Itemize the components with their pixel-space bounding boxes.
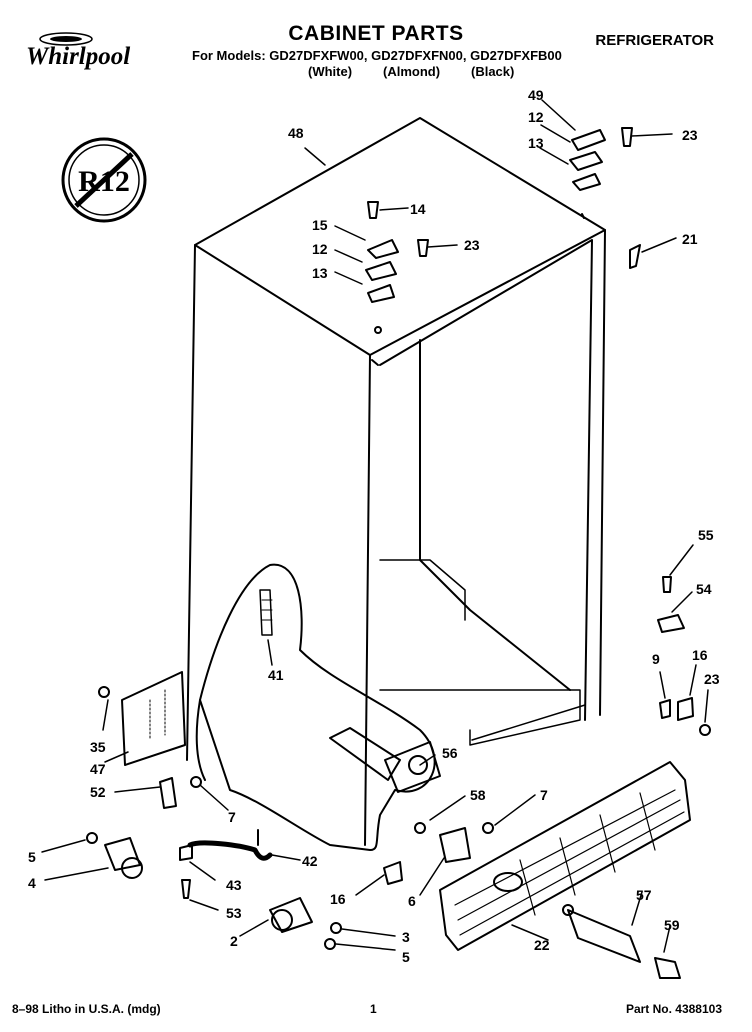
color-almond-label: (Almond) <box>383 64 441 79</box>
callout-54: 54 <box>696 581 712 597</box>
appliance-category: REFRIGERATOR <box>595 32 714 49</box>
model-list: For Models: GD27DFXFW00, GD27DFXFN00, GD… <box>192 48 562 63</box>
callout-48: 48 <box>288 125 304 141</box>
machine-compartment <box>195 563 436 851</box>
callout-12: 12 <box>312 241 328 257</box>
callout-13: 13 <box>312 265 328 281</box>
callout-23: 23 <box>682 127 698 143</box>
callout-16: 16 <box>330 891 346 907</box>
callout-7: 7 <box>228 809 236 825</box>
callout-13: 13 <box>528 135 544 151</box>
top-center-hinge <box>365 239 399 334</box>
r12-badge-text: R12 <box>78 165 130 198</box>
callout-5: 5 <box>28 849 36 865</box>
part-number: Part No. 4388103 <box>625 1002 722 1016</box>
callout-21: 21 <box>682 231 698 247</box>
callout-14: 14 <box>410 201 426 217</box>
callout-3: 3 <box>402 929 410 945</box>
callout-35: 35 <box>90 739 106 755</box>
callout-52: 52 <box>90 784 106 800</box>
callout-59: 59 <box>664 917 680 933</box>
callout-55: 55 <box>698 527 714 543</box>
toe-grille-spring <box>562 904 681 979</box>
brand-wordmark: Whirlpool <box>26 43 130 70</box>
callout-42: 42 <box>302 853 318 869</box>
callout-16: 16 <box>692 647 708 663</box>
condenser-fan-assembly <box>329 727 471 885</box>
callout-23: 23 <box>704 671 720 687</box>
rear-roller <box>104 837 143 879</box>
callout-23: 23 <box>464 237 480 253</box>
callout-56: 56 <box>442 745 458 761</box>
r12-refrigerant-badge: R12 <box>61 137 147 223</box>
callout-43: 43 <box>226 877 242 893</box>
color-white-label: (White) <box>308 64 353 79</box>
callout-7: 7 <box>540 787 548 803</box>
callout-49: 49 <box>528 87 544 103</box>
whirlpool-logo: Whirlpool <box>26 32 130 70</box>
callout-6: 6 <box>408 893 416 909</box>
page-number: 1 <box>370 1002 377 1016</box>
callout-2: 2 <box>230 933 238 949</box>
leader-lines <box>41 99 709 953</box>
misc-small-parts <box>86 686 494 899</box>
base-grille <box>439 761 691 951</box>
callout-57: 57 <box>636 887 652 903</box>
callout-22: 22 <box>534 937 550 953</box>
cabinet-shell <box>186 117 606 846</box>
callout-5: 5 <box>402 949 410 965</box>
drain-tube <box>187 829 273 861</box>
callout-41: 41 <box>268 667 284 683</box>
callout-47: 47 <box>90 761 106 777</box>
callout-58: 58 <box>470 787 486 803</box>
callout-4: 4 <box>28 875 36 891</box>
hinge-screws <box>367 127 641 269</box>
callout-9: 9 <box>652 651 660 667</box>
callout-53: 53 <box>226 905 242 921</box>
page-title: CABINET PARTS <box>288 22 464 45</box>
electrical-box <box>121 671 186 766</box>
front-roller <box>269 897 342 950</box>
color-black-label: (Black) <box>471 64 515 79</box>
leveling-bracket-parts <box>657 576 711 736</box>
callout-12: 12 <box>528 109 544 125</box>
print-info: 8–98 Litho in U.S.A. (mdg) <box>12 1002 161 1016</box>
top-right-hinge <box>569 129 606 219</box>
callout-15: 15 <box>312 217 328 233</box>
